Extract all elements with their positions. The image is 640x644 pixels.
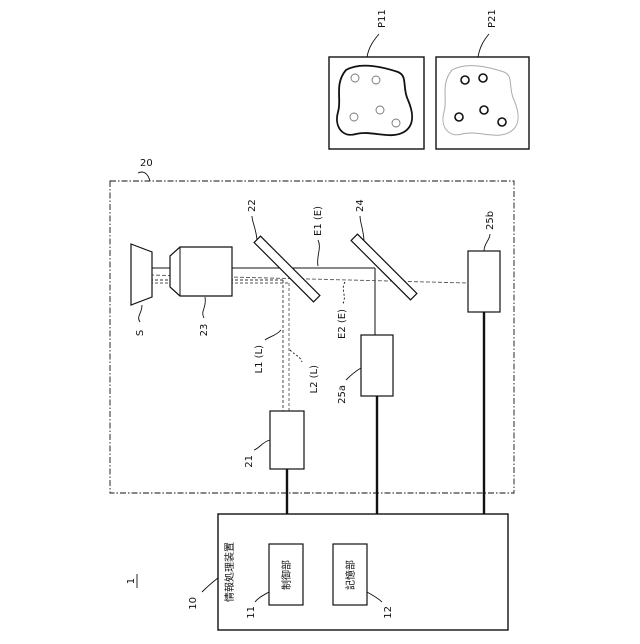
image-panel-p11	[329, 57, 424, 149]
storage-label: 記憶部	[344, 560, 357, 590]
leader-22	[252, 216, 257, 240]
leader-p11	[367, 34, 379, 57]
leader-25b	[484, 234, 490, 251]
leader-21	[254, 440, 270, 450]
controller-label: 制御部	[280, 560, 293, 590]
label-p21: P21	[487, 9, 498, 28]
device-title: 情報処理装置	[223, 542, 236, 602]
dichroic-mirror-24	[351, 234, 417, 300]
image-panel-p21	[436, 57, 529, 149]
label-controller-ref: 11	[246, 606, 257, 619]
leader-e1	[318, 240, 320, 266]
leader-l1	[265, 330, 281, 340]
label-beam-l2: L2 (L)	[309, 365, 320, 394]
cell-spots-p21	[455, 74, 506, 126]
light-source-21	[270, 411, 304, 469]
label-detector-a-ref: 25a	[337, 385, 348, 404]
label-p11: P11	[377, 9, 388, 28]
leader-l2	[290, 350, 302, 362]
leader-10	[202, 578, 218, 592]
label-system-ref: 1	[126, 578, 137, 584]
label-device-ref: 10	[188, 597, 199, 610]
label-beam-e1: E1 (E)	[313, 206, 324, 236]
label-detector-b-ref: 25b	[485, 211, 496, 230]
label-light-source-ref: 21	[244, 455, 255, 468]
label-mirror1-ref: 22	[247, 199, 258, 212]
label-storage-ref: 12	[383, 606, 394, 619]
detector-25b	[468, 251, 500, 312]
dichroic-mirror-22	[254, 236, 320, 302]
objective-lens	[170, 247, 232, 296]
label-beam-e2: E2 (E)	[337, 309, 348, 339]
label-objective-ref: 23	[199, 324, 210, 337]
leader-e2	[342, 282, 345, 305]
label-beam-l1: L1 (L)	[254, 345, 265, 374]
label-microscope-ref: 20	[140, 158, 153, 169]
cell-spots-p11	[350, 74, 400, 127]
sample-stage	[131, 244, 152, 305]
label-sample-s: S	[135, 330, 146, 336]
leader-23	[203, 297, 206, 318]
label-mirror2-ref: 24	[355, 199, 366, 212]
detector-25a	[361, 335, 393, 396]
leader-25a	[346, 368, 361, 380]
leader-20	[138, 172, 150, 181]
microscope-enclosure	[110, 181, 514, 493]
leader-s	[139, 305, 142, 322]
cell-region-outline-p21	[443, 66, 518, 136]
leader-p21	[478, 34, 489, 57]
